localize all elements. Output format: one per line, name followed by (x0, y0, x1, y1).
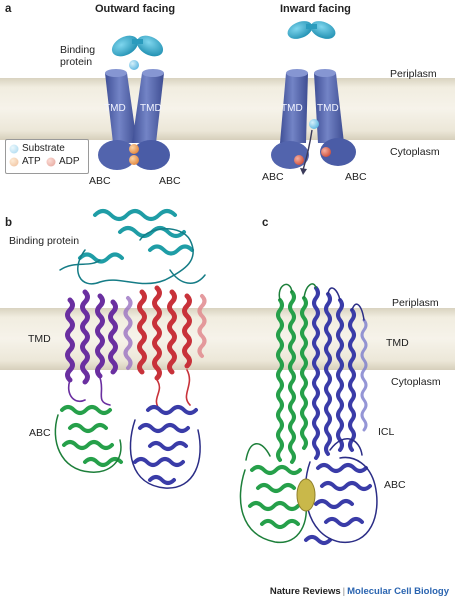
periplasm-label-c: Periplasm (392, 297, 439, 309)
outward-facing-title: Outward facing (95, 3, 176, 15)
journal-separator: | (342, 586, 346, 597)
journal-footer: Nature Reviews|Molecular Cell Biology (270, 586, 449, 597)
membrane-band-bc (0, 308, 455, 370)
cytoplasm-label-a: Cytoplasm (390, 146, 440, 158)
binding-protein-label-b: Binding protein (9, 235, 80, 247)
legend-substrate: Substrate (22, 143, 65, 154)
tmd-label-b: TMD (28, 333, 51, 345)
journal-name: Nature Reviews (269, 586, 341, 597)
legend-adp: ADP (59, 156, 80, 167)
binding-protein-label-line2: protein (60, 56, 93, 68)
membrane-band-a (0, 78, 455, 140)
icl-label-c: ICL (378, 426, 395, 438)
panel-label-c: c (262, 217, 269, 229)
abc-label-a-1: ABC (89, 175, 111, 187)
abc-label-a-4: ABC (345, 171, 367, 183)
inward-facing-title: Inward facing (280, 3, 351, 15)
panel-label-b: b (5, 217, 13, 229)
abc-label-a-2: ABC (159, 175, 181, 187)
legend-atp: ATP (22, 156, 41, 167)
abc-label-b: ABC (29, 427, 51, 439)
panel-label-a: a (5, 3, 12, 15)
abc-label-c: ABC (384, 479, 406, 491)
tmd-label-a-right: TMD (140, 103, 162, 114)
binding-protein-label-line1: Binding (60, 44, 96, 56)
legend-box (5, 139, 89, 174)
inward-transporter (271, 21, 356, 175)
tmd-label-a-inward-right: TMD (317, 103, 339, 114)
structure-c (239, 283, 378, 545)
abc-label-a-3: ABC (262, 171, 284, 183)
subjournal-name: Molecular Cell Biology (347, 586, 449, 597)
structure-b (54, 209, 207, 489)
tmd-label-c: TMD (386, 337, 409, 349)
periplasm-label-a: Periplasm (390, 68, 437, 80)
outward-transporter (98, 35, 170, 170)
cytoplasm-label-c: Cytoplasm (391, 376, 441, 388)
tmd-label-a-left: TMD (104, 103, 126, 114)
tmd-label-a-inward-left: TMD (281, 103, 303, 114)
